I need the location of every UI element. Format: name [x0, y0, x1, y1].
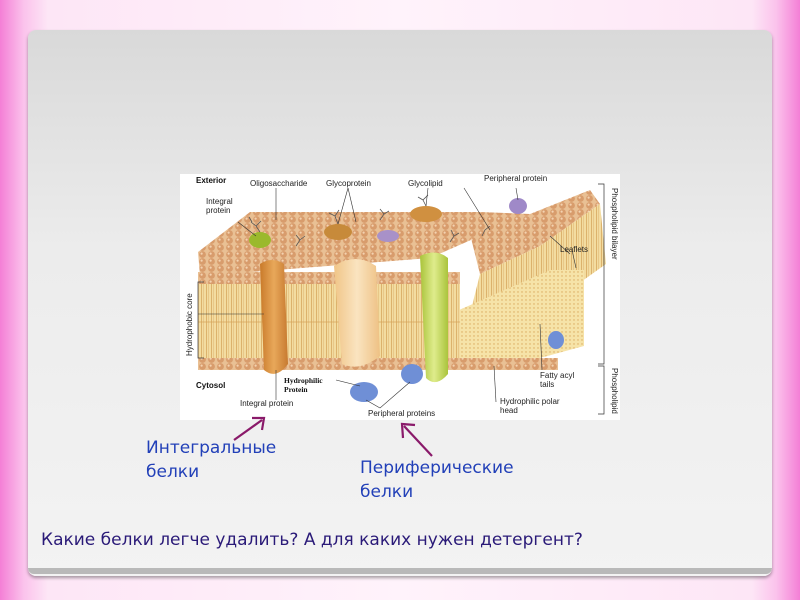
caption-integral-line2: белки [146, 460, 276, 484]
question-text: Какие белки легче удалить? А для каких н… [41, 530, 583, 550]
caption-integral-line1: Интегральные [146, 436, 276, 460]
arrow-peripheral [402, 424, 432, 456]
caption-peripheral-line1: Периферические [360, 456, 514, 480]
caption-peripheral-line2: белки [360, 480, 514, 504]
caption-integral: Интегральные белки [146, 436, 276, 484]
caption-peripheral: Периферические белки [360, 456, 514, 504]
